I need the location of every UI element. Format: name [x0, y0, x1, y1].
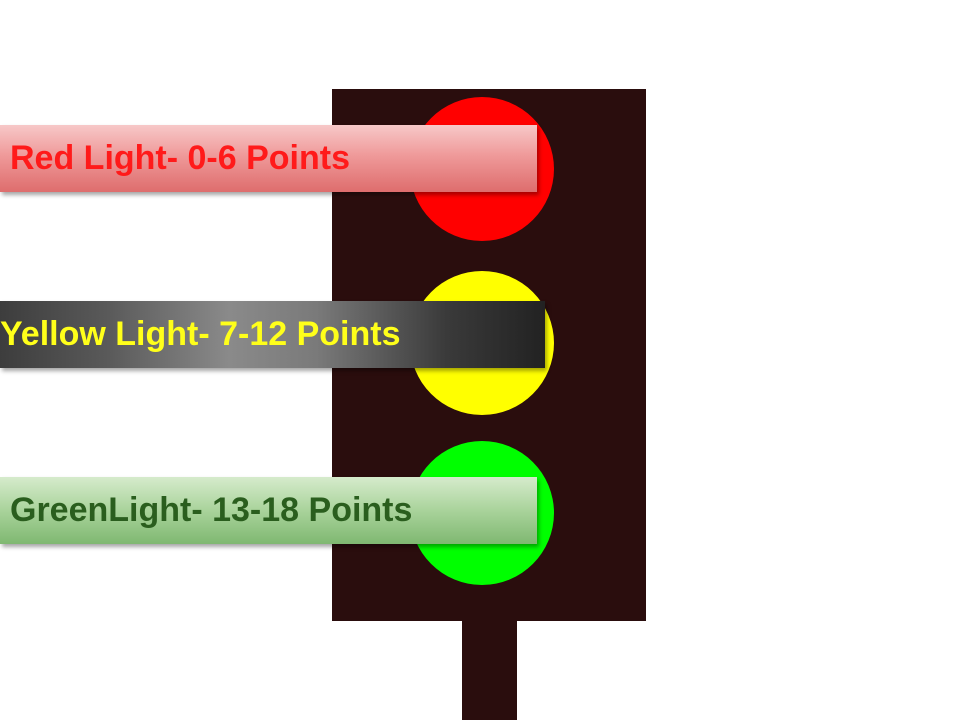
yellow-light-banner: Yellow Light- 7-12 Points: [0, 301, 545, 368]
red-light-label: Red Light- 0-6 Points: [10, 139, 350, 177]
green-light-banner: GreenLight- 13-18 Points: [0, 477, 537, 544]
traffic-light-pole: [462, 621, 517, 720]
green-light-label: GreenLight- 13-18 Points: [10, 491, 413, 529]
red-light-banner: Red Light- 0-6 Points: [0, 125, 537, 192]
yellow-light-label: Yellow Light- 7-12 Points: [0, 315, 401, 353]
